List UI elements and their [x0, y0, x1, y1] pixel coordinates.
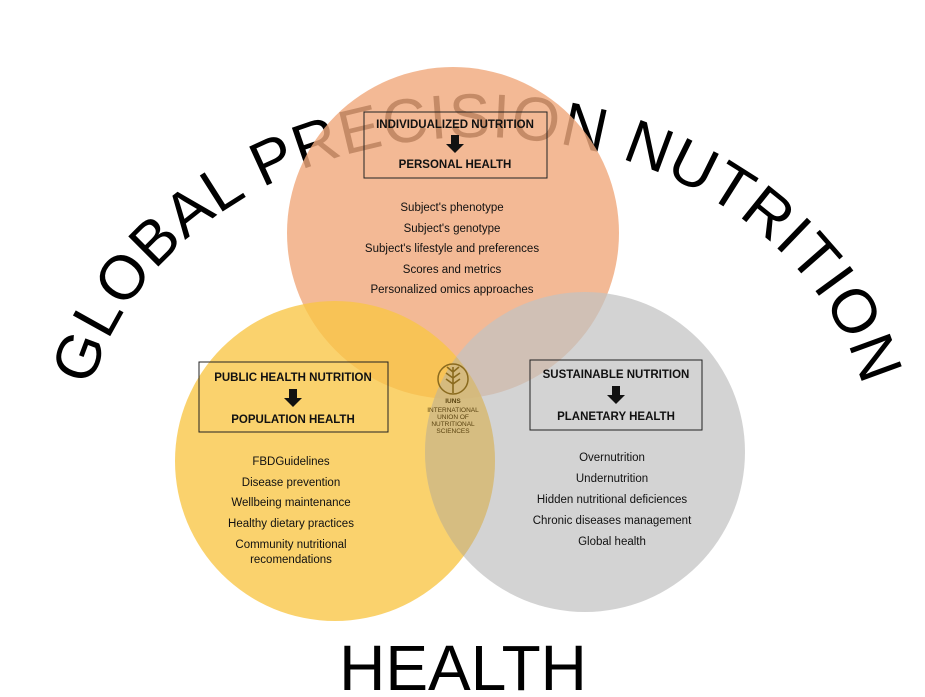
personal-item: Subject's genotype	[404, 223, 501, 235]
logo-acronym: IUNS	[445, 398, 461, 405]
planetary-item: Global health	[578, 536, 646, 548]
wheat-emblem-icon	[437, 363, 469, 395]
planetary-item: Overnutrition	[579, 452, 645, 464]
personal-header-box: INDIVIDUALIZED NUTRITION PERSONAL HEALTH	[363, 111, 548, 179]
logo-line: SCIENCES	[436, 428, 470, 435]
personal-header-top: INDIVIDUALIZED NUTRITION	[376, 119, 534, 131]
down-arrow-icon	[446, 135, 464, 153]
down-arrow-icon	[607, 386, 625, 404]
logo-line: INTERNATIONAL	[427, 407, 479, 414]
down-arrow-icon	[284, 389, 302, 407]
planetary-item: Undernutrition	[576, 473, 648, 485]
planetary-item: Chronic diseases management	[533, 515, 692, 527]
population-item: Disease prevention	[242, 477, 340, 489]
personal-item: Scores and metrics	[403, 264, 502, 276]
planetary-item: Hidden nutritional deficiences	[537, 494, 687, 506]
wheat-stalk-icon	[445, 366, 461, 393]
population-header-bottom: POPULATION HEALTH	[231, 414, 355, 426]
personal-item: Personalized omics approaches	[370, 284, 533, 296]
population-item: Healthy dietary practices	[228, 518, 354, 530]
personal-item: Subject's lifestyle and preferences	[365, 243, 539, 255]
logo-line: UNION OF	[437, 414, 469, 421]
population-item: Community nutritional	[235, 539, 346, 551]
logo-line: NUTRITIONAL	[431, 421, 475, 428]
iuns-logo: IUNS INTERNATIONAL UNION OF NUTRITIONAL …	[427, 363, 479, 435]
population-item: recomendations	[250, 554, 332, 566]
planetary-header-bottom: PLANETARY HEALTH	[557, 411, 675, 423]
population-health-circle	[175, 301, 495, 621]
planetary-header-box: SUSTAINABLE NUTRITION PLANETARY HEALTH	[529, 359, 703, 431]
population-header-box: PUBLIC HEALTH NUTRITION POPULATION HEALT…	[198, 361, 389, 433]
population-header-top: PUBLIC HEALTH NUTRITION	[214, 372, 372, 384]
planetary-health-circle	[425, 292, 745, 612]
population-item: Wellbeing maintenance	[231, 497, 350, 509]
personal-header-bottom: PERSONAL HEALTH	[399, 159, 512, 171]
personal-item: Subject's phenotype	[400, 202, 503, 214]
health-label: HEALTH	[339, 632, 587, 697]
population-item: FBDGuidelines	[252, 456, 330, 468]
planetary-header-top: SUSTAINABLE NUTRITION	[543, 369, 690, 381]
